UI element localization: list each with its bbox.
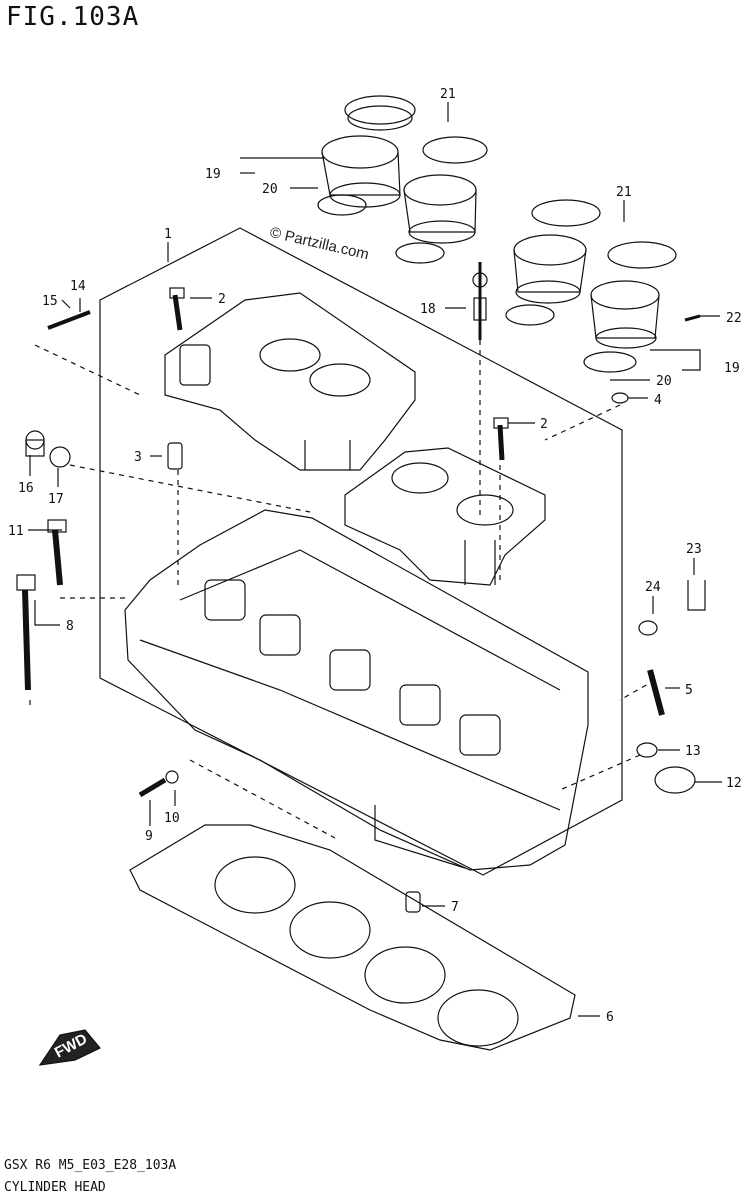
intake-boot-right (505, 199, 677, 373)
callout-3: 3 (134, 450, 142, 465)
callout-7: 7 (451, 900, 459, 915)
footer-code: GSX R6 M5_E03_E28_103A (4, 1158, 177, 1173)
callout-23: 23 (686, 542, 702, 557)
callout-12: 12 (726, 776, 742, 791)
callout-24: 24 (645, 580, 661, 595)
callout-11: 11 (8, 524, 24, 539)
callout-5: 5 (685, 683, 693, 698)
leader-lines (28, 102, 722, 1017)
intake-boot-upper-left (317, 95, 488, 264)
callout-9: 9 (145, 829, 153, 844)
callout-4: 4 (654, 393, 662, 408)
small-parts (16, 262, 706, 913)
callout-21-left: 21 (440, 87, 456, 102)
cylinder-head (124, 509, 589, 871)
callout-2-upper: 2 (218, 292, 226, 307)
callout-20-left: 20 (262, 182, 278, 197)
callout-16: 16 (18, 481, 34, 496)
fwd-arrow-icon: FWD (38, 1029, 101, 1066)
callout-labels: 1 2 2 3 4 5 6 7 8 9 10 11 12 13 14 15 16… (8, 87, 742, 1025)
callout-2-lower: 2 (540, 417, 548, 432)
callout-1: 1 (164, 227, 172, 242)
callout-17: 17 (48, 492, 64, 507)
callout-15: 15 (42, 294, 58, 309)
callout-21-right: 21 (616, 185, 632, 200)
manifold-holder-left (164, 292, 416, 471)
callout-20-right: 20 (656, 374, 672, 389)
callout-8: 8 (66, 619, 74, 634)
cylinder-head-gasket (129, 824, 576, 1051)
callout-13: 13 (685, 744, 701, 759)
callout-22: 22 (726, 311, 742, 326)
callout-6: 6 (606, 1010, 614, 1025)
callout-10: 10 (164, 811, 180, 826)
footer-name: CYLINDER HEAD (4, 1180, 106, 1195)
alignment-guides (29, 340, 656, 839)
manifold-holder-right (344, 447, 546, 586)
callout-14: 14 (70, 279, 86, 294)
callout-19-right: 19 (724, 361, 740, 376)
callout-19-left: 19 (205, 167, 221, 182)
figure-title: FIG.103A (6, 2, 140, 32)
assembly-frame (99, 227, 623, 876)
callout-18: 18 (420, 302, 436, 317)
